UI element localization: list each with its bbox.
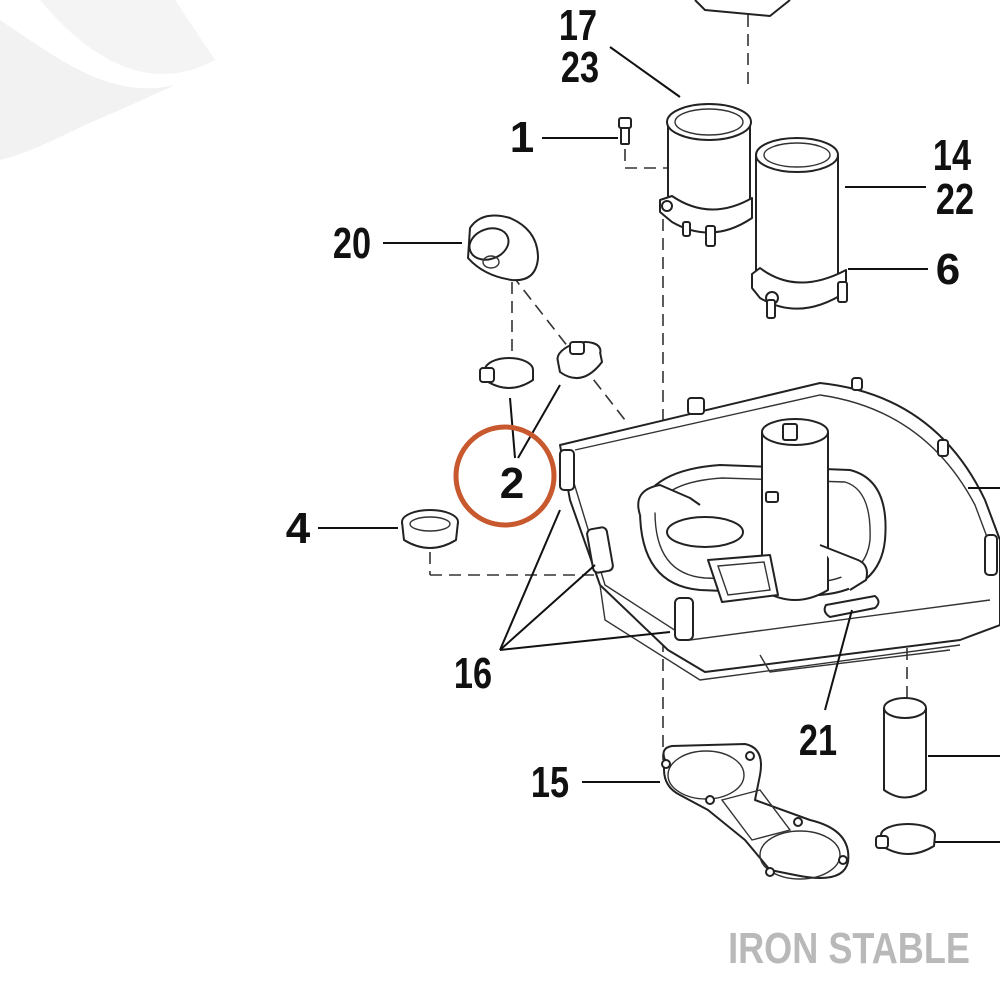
- callout-2: 2: [500, 459, 524, 508]
- callout-15: 15: [531, 758, 569, 807]
- highlight-circle: [453, 424, 557, 528]
- callout-17: 17: [559, 1, 597, 50]
- background-swoosh-2: [40, 0, 215, 74]
- grommet-part-4: [401, 509, 459, 549]
- callout-1: 1: [510, 113, 534, 162]
- screw-part-1: [618, 117, 632, 145]
- hose-clamp-bottom: [875, 823, 936, 855]
- elbow-hose-part-20: [467, 214, 539, 282]
- brand-watermark: IRON STABLE: [728, 924, 970, 973]
- callout-16: 16: [454, 649, 492, 698]
- background-swoosh: [0, 20, 175, 160]
- callout-4: 4: [286, 504, 311, 553]
- airbox-housing: [559, 377, 1000, 681]
- hose-clamp-part-2b: [556, 341, 603, 380]
- hose-clamp-part-2a: [479, 357, 534, 389]
- callout-6: 6: [936, 245, 960, 294]
- callout-23: 23: [561, 43, 599, 92]
- filter-cylinder-17: [659, 103, 753, 247]
- tube-part: [883, 697, 927, 799]
- callout-14: 14: [933, 131, 971, 180]
- filter-cylinder-14: [751, 137, 848, 319]
- callout-20: 20: [333, 219, 371, 268]
- callout-labels: 17 23 1 14 22 20 6 2 4 16 21 15: [286, 1, 974, 807]
- callout-21: 21: [799, 716, 837, 765]
- callout-22: 22: [936, 175, 974, 224]
- top-cover-part: [694, 0, 791, 17]
- gasket-part-15: [661, 743, 850, 880]
- leader-lines: [318, 46, 1000, 843]
